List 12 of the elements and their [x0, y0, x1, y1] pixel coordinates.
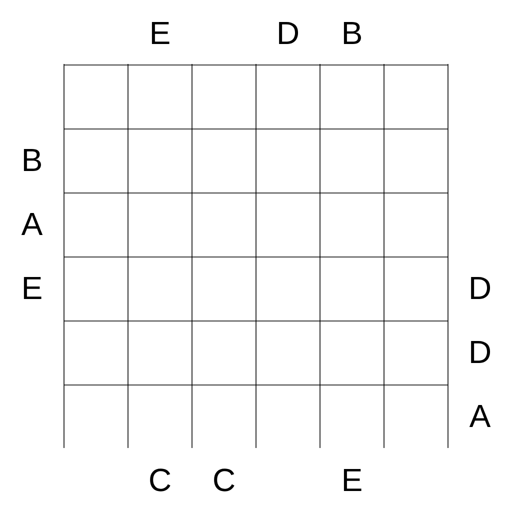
clue-letter: E	[152, 22, 170, 44]
clue-letter: E	[344, 469, 362, 491]
clue-letter: D	[471, 277, 490, 299]
clue-letter: A	[21, 213, 43, 235]
clue-letter: C	[150, 468, 170, 492]
clue-letter: C	[214, 468, 234, 492]
clue-letter: B	[344, 22, 361, 44]
clue-letter: B	[24, 149, 41, 171]
clue-letter: D	[471, 341, 490, 363]
clue-letter: D	[279, 22, 298, 44]
clue-letter: E	[24, 277, 42, 299]
clue-letter: A	[469, 405, 491, 427]
